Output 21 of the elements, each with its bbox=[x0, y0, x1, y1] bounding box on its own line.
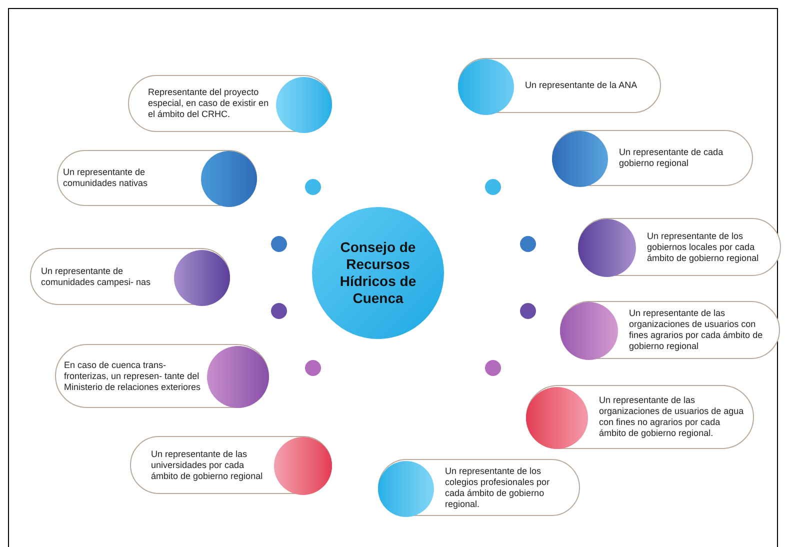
central-title: Consejo de Recursos Hídricos de Cuenca bbox=[338, 239, 418, 307]
pill-box bbox=[458, 58, 661, 113]
pill-text: Un representante de las organizaciones de usuarios con fines agrarios por cada ámbito de gobierno regional bbox=[629, 308, 764, 352]
pill-box bbox=[57, 150, 257, 206]
pill-text: Un representante de la ANA bbox=[525, 80, 638, 91]
pill-text: Un representante de comunidades nativas bbox=[63, 167, 149, 189]
pill-text: Un representante de los colegios profesionales por cada ámbito de gobierno regional. bbox=[445, 466, 551, 510]
pill-box bbox=[552, 130, 753, 186]
pill-box bbox=[130, 436, 332, 494]
pill-text: Un representante de las universidades por cada ámbito de gobierno regional bbox=[151, 448, 264, 482]
pill-box bbox=[30, 248, 230, 305]
pill-box bbox=[378, 459, 580, 516]
pill-text: Representante del proyecto especial, en caso de existir en el ámbito del CRHC. bbox=[148, 87, 270, 120]
pill-text: Un representante de cada gobierno regional bbox=[619, 147, 724, 169]
pill-text: Un representante de las organizaciones de usuarios de agua con fines no agrarios por cada ámbito de gobierno regional. bbox=[599, 395, 744, 439]
pill-box bbox=[578, 218, 781, 276]
pill-text: En caso de cuenca trans- fronterizas, un represen- tante del Ministerio de relaciones exteriores bbox=[64, 360, 202, 392]
pill-text: Un representante de comunidades campesi- nas bbox=[41, 266, 152, 288]
pill-box bbox=[560, 301, 780, 359]
pill-text: Un representante de los gobiernos locales por cada ámbito de gobierno regional bbox=[647, 230, 760, 264]
pill-box bbox=[128, 75, 332, 132]
